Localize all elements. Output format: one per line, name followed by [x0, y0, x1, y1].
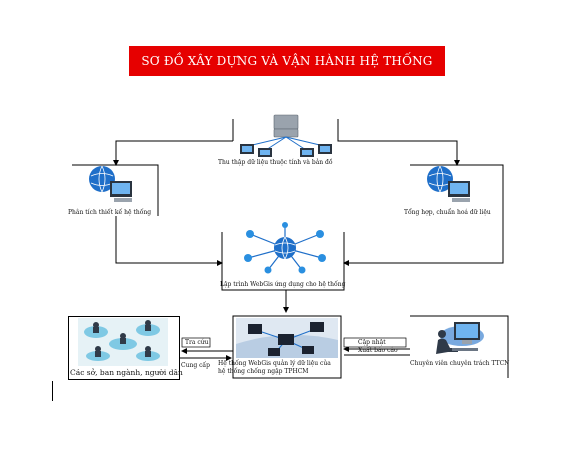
flow-lookup-label: Tra cứu [185, 339, 209, 346]
arrow-aggregate-to-program [343, 216, 504, 266]
node-collect-label: Thu thập dữ liệu thuộc tính và bản đồ [218, 159, 333, 166]
diagram-title: SƠ ĐỒ XÂY DỰNG VÀ VẬN HÀNH HỆ THỐNG [129, 46, 445, 76]
globe-computer-icon [427, 165, 470, 202]
workstation-icon [436, 322, 484, 354]
node-analyze-label: Phân tích thiết kế hệ thống [68, 209, 152, 216]
arrow-collect-to-aggregate [337, 119, 460, 166]
server-network-icon [240, 114, 332, 157]
arrow-collect-to-analyze [113, 140, 233, 166]
node-webgis-label-2: hệ thống chống ngập TPHCM [218, 368, 309, 375]
node-webgis-label-1: Hệ thống WebGis quản lý dữ liệu của [218, 360, 331, 367]
node-program-label: Lập trình WebGis ứng dụng cho hệ thống [220, 281, 346, 288]
flow-export-label: Xuất báo cáo [358, 347, 398, 354]
flow-update-label: Cập nhật [358, 339, 386, 346]
network-globe-icon [244, 222, 326, 274]
node-aggregate-label: Tổng hợp, chuẩn hoá dữ liệu [404, 209, 491, 216]
arrow-analyze-to-program [115, 216, 223, 266]
flow-provide-label: Cung cấp [181, 362, 210, 369]
node-specialist-label: Chuyên viên chuyên trách TTCN [410, 360, 510, 367]
computer-network-icon [236, 318, 338, 358]
node-users-label: Các sở, ban ngành, người dân [70, 368, 183, 377]
text-cursor [52, 381, 53, 401]
globe-computer-icon [89, 165, 132, 202]
people-cloud-icon [78, 318, 168, 366]
